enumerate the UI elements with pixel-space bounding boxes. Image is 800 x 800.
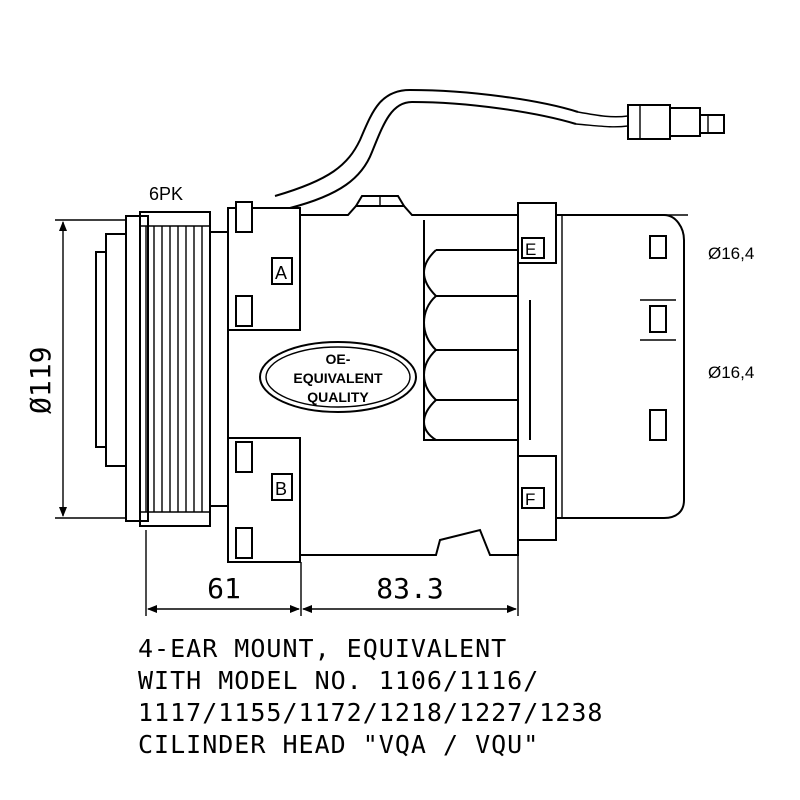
- dimension-right-label: 83.3: [376, 572, 443, 605]
- oe-line-3: QUALITY: [307, 389, 369, 405]
- dimension-left-label: 61: [207, 572, 241, 605]
- dimension-lines: [55, 214, 688, 616]
- spec-notes: 4-EAR MOUNT, EQUIVALENT WITH MODEL NO. 1…: [138, 633, 788, 761]
- oe-quality-badge: [259, 341, 417, 413]
- port-f-label: F: [525, 490, 535, 509]
- compressor-body: [300, 195, 531, 556]
- oe-line-2: EQUIVALENT: [293, 370, 383, 386]
- spec-note-line: 4-EAR MOUNT, EQUIVALENT: [138, 634, 508, 663]
- mount-b-label: B: [275, 479, 287, 499]
- diameter-label: Ø119: [24, 347, 57, 414]
- mount-a-label: A: [275, 263, 287, 283]
- rear-head: [517, 202, 685, 541]
- belt-label: 6PK: [149, 184, 183, 204]
- port-e-label: E: [525, 240, 536, 259]
- spec-note-line: WITH MODEL NO. 1106/1116/: [138, 666, 540, 695]
- port-bottom-label: Ø16,4: [708, 363, 754, 382]
- port-top-label: Ø16,4: [708, 244, 754, 263]
- spec-note-line: 1117/1155/1172/1218/1227/1238: [138, 698, 604, 727]
- spec-note-line: CILINDER HEAD "VQA / VQU": [138, 730, 540, 759]
- pulley: [95, 211, 229, 527]
- cable-connector: [274, 88, 725, 209]
- oe-line-1: OE-: [326, 351, 351, 367]
- front-mounts: [227, 201, 301, 563]
